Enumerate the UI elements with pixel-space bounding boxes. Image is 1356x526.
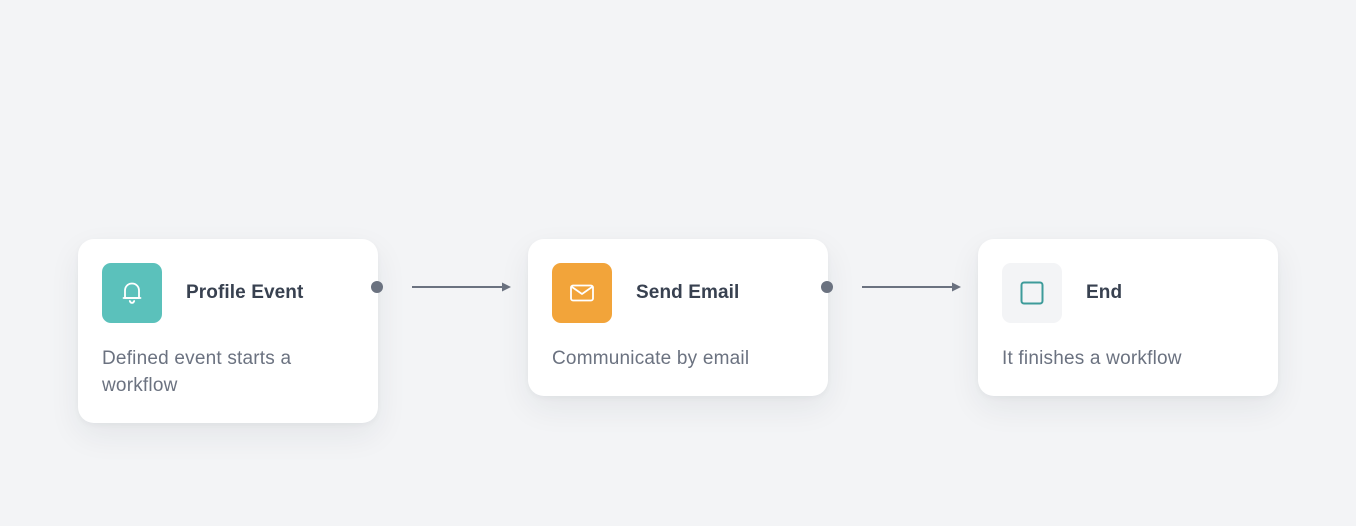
node-title: Profile Event [186, 282, 304, 303]
square-icon [1002, 263, 1062, 323]
node-header: Profile Event [102, 263, 354, 323]
bell-icon [102, 263, 162, 323]
connector-arrow [862, 282, 961, 292]
connector-handle[interactable] [371, 281, 383, 293]
connector-arrow [412, 282, 511, 292]
node-header: Send Email [552, 263, 804, 323]
connector-handle[interactable] [821, 281, 833, 293]
node-description: It finishes a workflow [1002, 348, 1182, 369]
envelope-icon [552, 263, 612, 323]
node-header: End [1002, 263, 1254, 323]
node-description: Defined event starts a workflow [102, 348, 292, 396]
node-end[interactable]: End It finishes a workflow [978, 239, 1278, 396]
node-send-email[interactable]: Send Email Communicate by email [528, 239, 828, 396]
node-profile-event[interactable]: Profile Event Defined event starts a wor… [78, 239, 378, 423]
node-title: Send Email [636, 282, 740, 303]
node-description: Communicate by email [552, 348, 750, 369]
node-title: End [1086, 282, 1123, 303]
